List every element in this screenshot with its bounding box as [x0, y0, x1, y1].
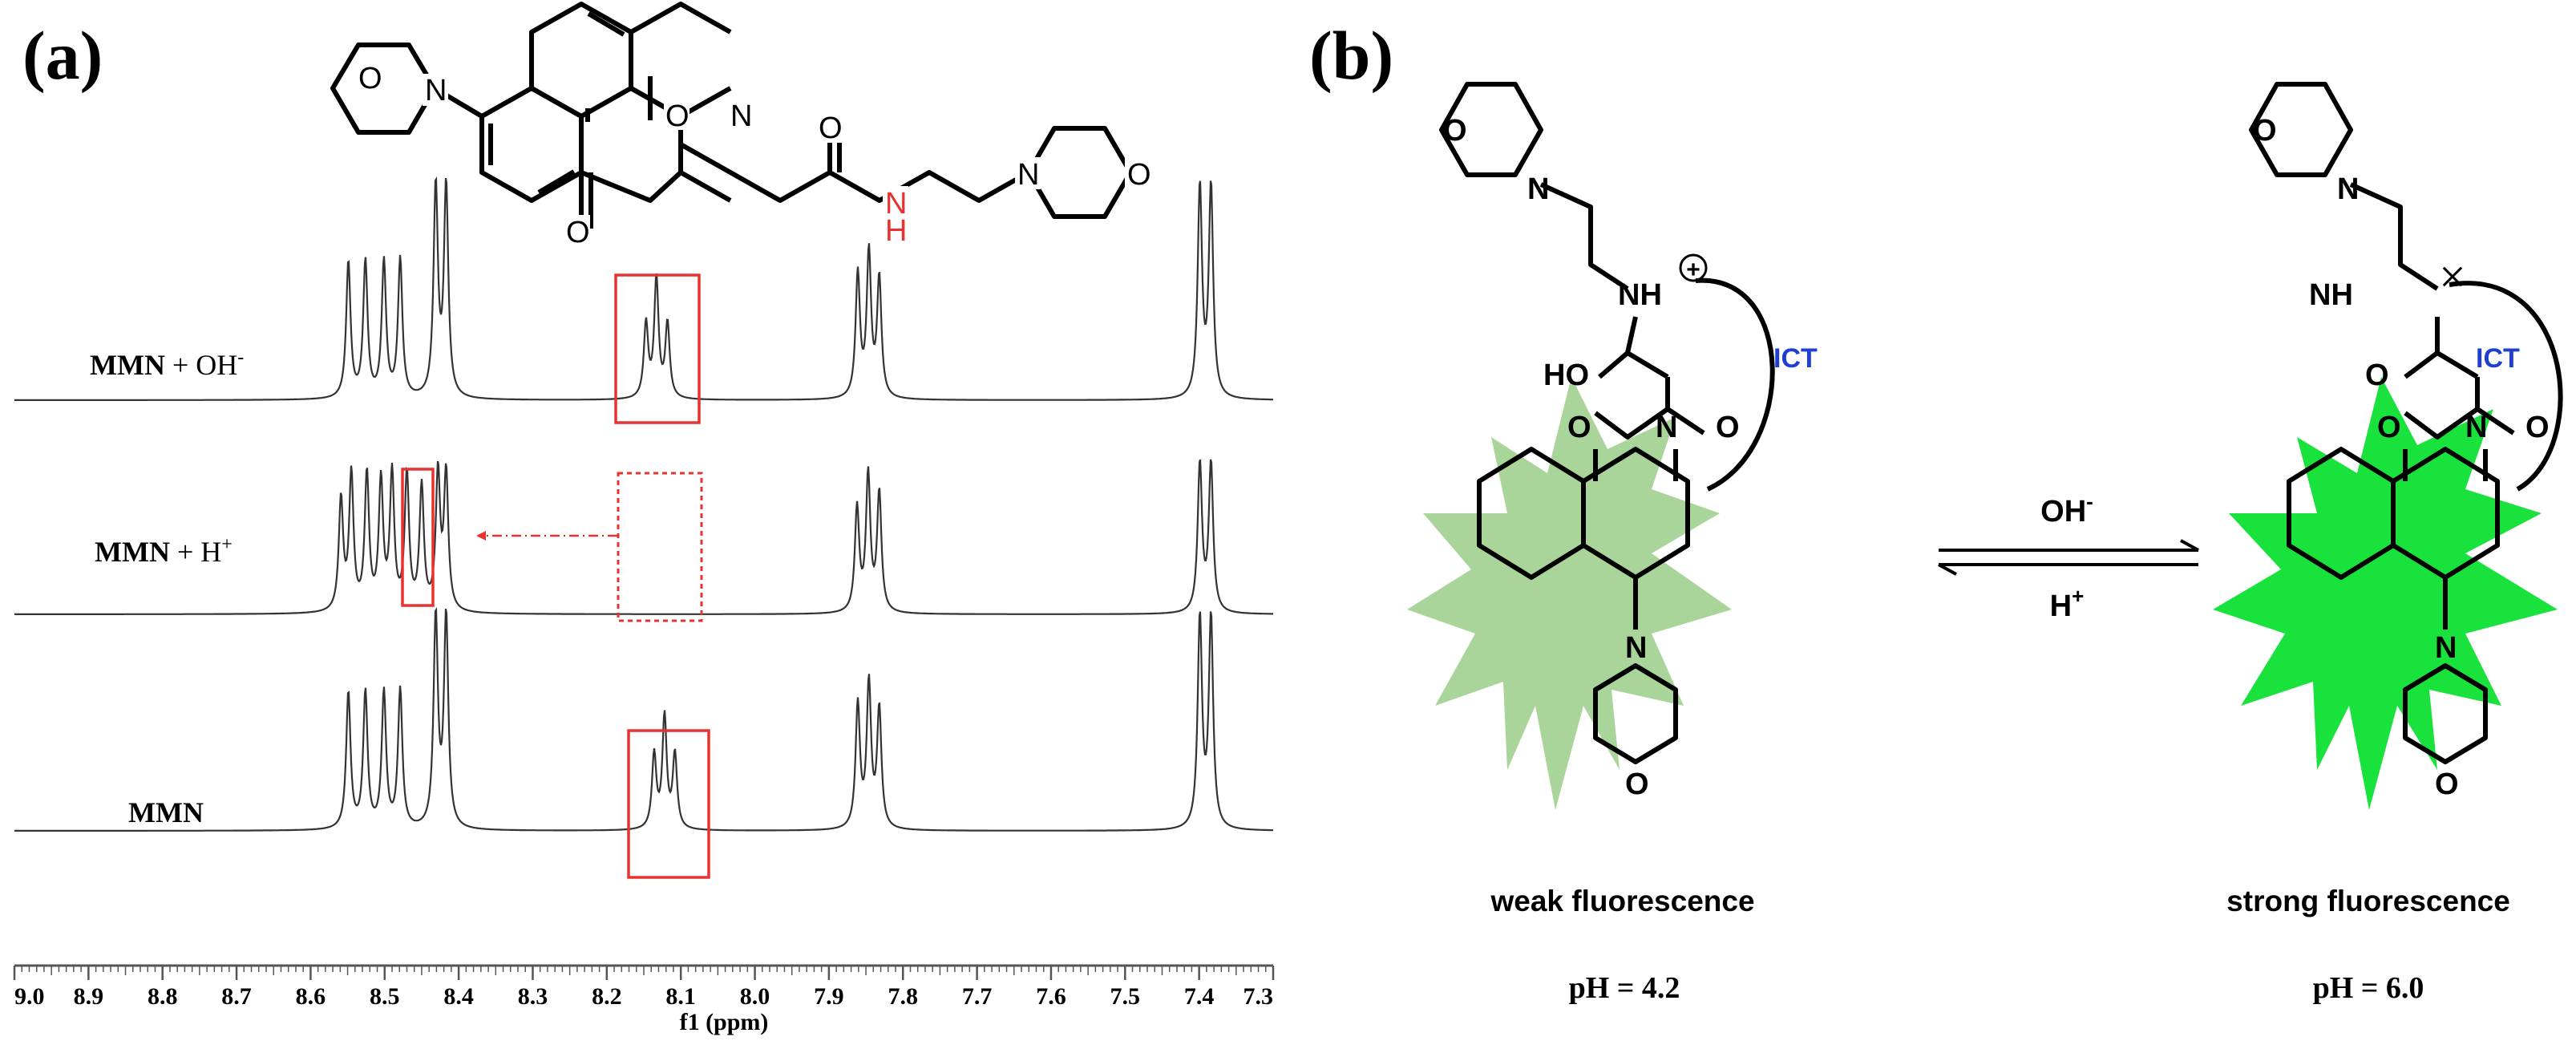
x-tick-label: 7.4	[1184, 983, 1215, 1010]
atom-o2: O	[665, 99, 689, 133]
panel-a-label: (a)	[22, 17, 103, 94]
right-atom-nh: NH	[2309, 278, 2353, 312]
right-atom-o-bottom: O	[2435, 768, 2459, 801]
x-tick-label: 8.0	[740, 983, 770, 1010]
structure-left-labels: O N NH HO O N O N O +	[1443, 114, 1740, 801]
left-atom-n-top: N	[1527, 172, 1549, 206]
left-atom-o-imide-l: O	[1567, 411, 1591, 444]
x-tick-label: 7.9	[814, 983, 844, 1010]
highlight-box-shifted-peak	[401, 468, 435, 607]
x-tick-label: 8.5	[370, 983, 400, 1010]
x-tick-label: 7.8	[888, 983, 918, 1010]
equilibrium-bottom-label: H+	[2050, 584, 2085, 623]
morpholine-ring-a2	[1026, 126, 1133, 219]
ict-label-right: ICT	[2476, 343, 2520, 374]
highlight-box-nh-h-dotted	[617, 472, 703, 622]
x-tick-label: 8.8	[148, 983, 178, 1010]
scheme-panel: (b) O N NH HO O N O	[1309, 17, 2563, 1005]
x-tick-label: 8.3	[518, 983, 548, 1010]
x-tick-label: 7.7	[962, 983, 993, 1010]
ict-label-left: ICT	[1773, 343, 1818, 374]
atom-o4: O	[819, 111, 843, 145]
x-tick-label: 8.7	[221, 983, 252, 1010]
strong-fluorescence-label: strong fluorescence	[2226, 885, 2510, 917]
x-tick-label: 8.9	[74, 983, 104, 1010]
series-label-2: MMN + H+	[95, 534, 233, 568]
x-tick-label: 8.4	[443, 983, 474, 1010]
x-ticks: 9.0 8.9 8.8 8.7 8.6 8.5 8.4 8.3 8.2 8.1 8.0 7.9 7.8 7…	[13, 966, 1275, 1010]
right-atom-o-imide-l: O	[2377, 411, 2401, 444]
x-tick-label: 7.6	[1036, 983, 1066, 1010]
left-atom-ho: HO	[1543, 358, 1589, 392]
structure-left	[1439, 82, 1775, 764]
left-atom-n-bottom: N	[1625, 631, 1647, 665]
x-axis: 9.0 8.9 8.8 8.7 8.6 8.5 8.4 8.3 8.2 8.1 8.0 7.9 7.8 7…	[13, 964, 1275, 1035]
series-labels: MMN + OH- MMN + H+ MMN	[90, 347, 244, 828]
atom-o3: O	[566, 216, 590, 249]
structure-right-labels: O N NH O O N O N O	[2253, 114, 2550, 801]
morpholine-ring-a	[330, 43, 437, 135]
atom-amide-n: N	[885, 187, 907, 221]
right-atom-o-top: O	[2253, 114, 2277, 148]
left-atom-o-bottom: O	[1625, 768, 1649, 801]
ph-left-label: pH = 4.2	[1569, 971, 1680, 1005]
nmr-trace-3	[14, 606, 1273, 832]
equilibrium-top-label: OH-	[2040, 489, 2093, 529]
series-label-3: MMN	[128, 796, 204, 828]
ph-right-label: pH = 6.0	[2313, 971, 2424, 1005]
weak-fluorescence-glow	[1407, 377, 1732, 810]
left-atom-o-imide-r: O	[1716, 411, 1740, 444]
right-atom-n-bottom: N	[2435, 631, 2457, 665]
strong-fluorescence-glow	[2213, 377, 2558, 810]
highlight-box-nh-mmn	[627, 729, 710, 879]
structure-right	[2249, 82, 2563, 764]
charge-circle	[1679, 253, 1708, 282]
x-tick-label: 8.2	[592, 983, 622, 1010]
left-atom-n-imide: N	[1656, 411, 1677, 444]
x-tick-label: 9.0	[14, 983, 45, 1010]
nmr-spectra	[14, 176, 1273, 832]
x-tick-label: 7.5	[1110, 983, 1141, 1010]
atom-n1: N	[425, 74, 447, 107]
equilibrium-arrows	[1938, 539, 2199, 576]
nmr-panel: (a) MMN + OH- MMN + H+ MMN 9.0 8.9 8.8 8.7 8.6…	[13, 2, 1275, 1035]
naphthalene-upper-ring	[529, 2, 633, 119]
series-label-1: MMN + OH-	[90, 347, 244, 381]
weak-fluorescence-label: weak fluorescence	[1490, 885, 1754, 917]
charge-plus: +	[1686, 257, 1700, 283]
atom-n2: N	[730, 99, 752, 133]
x-axis-label: f1 (ppm)	[680, 1009, 769, 1035]
ict-blocked-mark: ×	[2439, 250, 2466, 303]
structure-a-labels: O N O N O O N H N O	[356, 62, 1151, 249]
left-atom-o-top: O	[1443, 114, 1467, 148]
atom-amide-h: H	[885, 214, 907, 248]
nmr-trace-2	[14, 459, 1273, 615]
highlight-box-nh-oh	[614, 273, 701, 424]
x-tick-label: 7.3	[1244, 983, 1274, 1010]
right-atom-n-top: N	[2337, 172, 2359, 206]
atom-o5: O	[1127, 158, 1151, 192]
left-atom-nh: NH	[1618, 278, 1662, 312]
naphthalene-lower-ring	[479, 86, 584, 203]
right-atom-o-imide-r: O	[2525, 411, 2550, 444]
nmr-trace-1	[14, 176, 1273, 401]
x-tick-label: 8.6	[296, 983, 326, 1010]
right-atom-n-imide: N	[2465, 411, 2487, 444]
right-atom-o-amide: O	[2365, 358, 2389, 392]
atom-n3: N	[1017, 158, 1039, 192]
panel-b-label: (b)	[1309, 17, 1393, 94]
atom-o1: O	[358, 62, 382, 95]
x-tick-label: 8.1	[665, 983, 696, 1010]
